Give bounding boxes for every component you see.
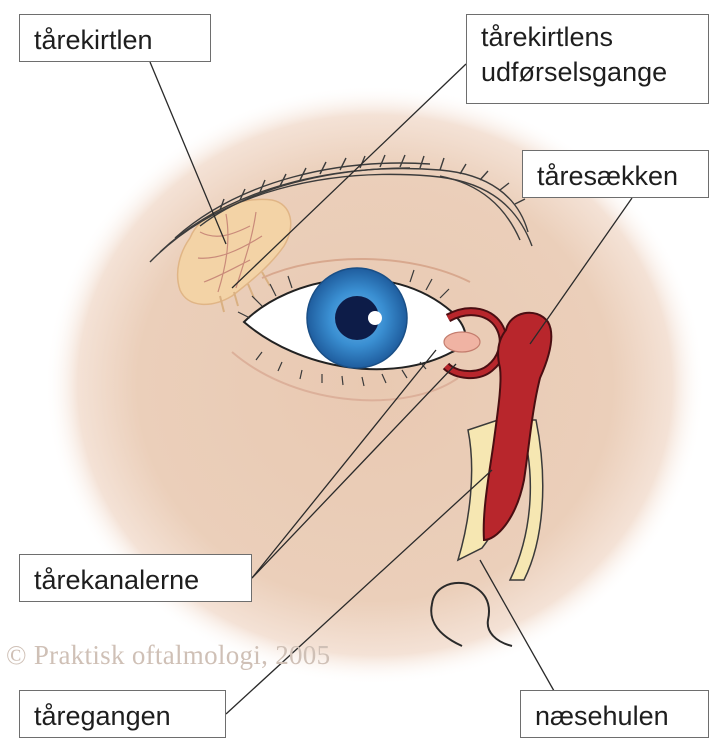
label-gland-ducts-line2: udførselsgange — [481, 55, 694, 90]
copyright-watermark: © Praktisk oftalmologi, 2005 — [6, 640, 330, 671]
label-lacrimal-gland: tårekirtlen — [19, 14, 211, 62]
label-gland-ducts-line1: tårekirtlens — [481, 20, 694, 55]
label-nasolacrimal-duct: tåregangen — [19, 690, 226, 738]
label-lacrimal-sac: tåresækken — [522, 150, 709, 198]
eye-highlight — [368, 311, 382, 325]
label-nasal-cavity: næsehulen — [520, 690, 709, 738]
label-gland-ducts: tårekirtlens udførselsgange — [466, 14, 709, 104]
caruncle — [444, 332, 480, 352]
label-canaliculi: tårekanalerne — [19, 554, 252, 602]
